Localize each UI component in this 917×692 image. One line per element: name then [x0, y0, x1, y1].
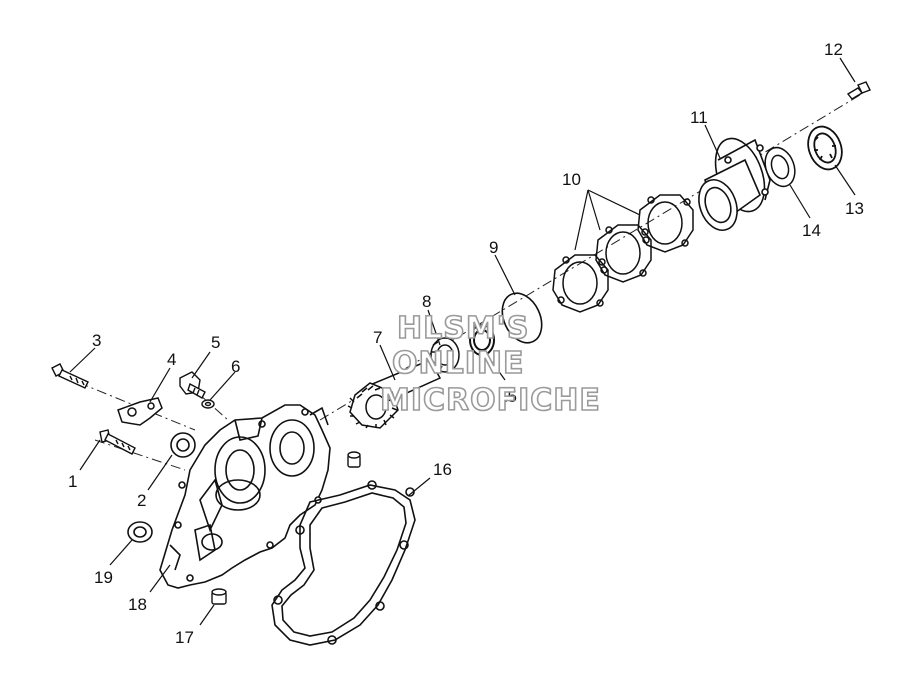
watermark: HLSM'S ONLINE MICROFICHE — [379, 310, 601, 419]
bracket-plate-4 — [118, 398, 162, 425]
gearcase-housing — [160, 405, 330, 588]
callout-17: 17 — [175, 628, 194, 647]
washer-6 — [202, 400, 214, 408]
callout-12: 12 — [824, 40, 843, 59]
callout-3: 3 — [92, 331, 101, 350]
bolt-12 — [848, 82, 870, 99]
callout-9: 9 — [489, 238, 498, 257]
watermark-line-1: HLSM'S — [397, 311, 529, 346]
callout-4: 4 — [167, 350, 176, 369]
oil-seal-2 — [171, 433, 195, 457]
oil-seal-13 — [802, 122, 847, 174]
callout-6: 6 — [231, 357, 240, 376]
callout-15: 15 — [498, 387, 517, 406]
bearing-14 — [760, 143, 800, 190]
callout-16: 16 — [433, 460, 452, 479]
callout-19: 19 — [94, 568, 113, 587]
leader-lines — [69, 57, 856, 626]
oil-seal-19 — [128, 522, 152, 542]
drain-plug-5 — [180, 372, 205, 398]
callout-5: 5 — [211, 333, 220, 352]
bolt-1 — [100, 430, 135, 454]
callout-1: 1 — [68, 472, 77, 491]
watermark-line-2: ONLINE — [392, 346, 525, 381]
housing-gasket — [272, 481, 415, 645]
snap-ring-15 — [470, 325, 494, 355]
callout-numbers: 1 2 3 4 5 6 7 8 9 10 11 12 13 14 15 16 1… — [68, 40, 864, 647]
bolt-3 — [52, 364, 88, 388]
watermark-line-3: MICROFICHE — [380, 383, 601, 418]
callout-2: 2 — [137, 491, 146, 510]
output-housing-11 — [692, 132, 773, 236]
dowel-pin-upper — [348, 452, 360, 467]
callout-11: 11 — [690, 108, 708, 127]
bearing-8 — [431, 338, 459, 372]
pinion-gear-shaft-7 — [348, 360, 440, 428]
callout-8: 8 — [422, 292, 431, 311]
callout-13: 13 — [845, 199, 864, 218]
callout-7: 7 — [373, 328, 382, 347]
shim-gaskets-10 — [553, 195, 693, 312]
callout-18: 18 — [128, 595, 147, 614]
o-ring-9 — [495, 287, 550, 349]
callout-10: 10 — [562, 170, 581, 189]
dowel-pin-17 — [212, 589, 226, 604]
callout-14: 14 — [802, 221, 821, 240]
